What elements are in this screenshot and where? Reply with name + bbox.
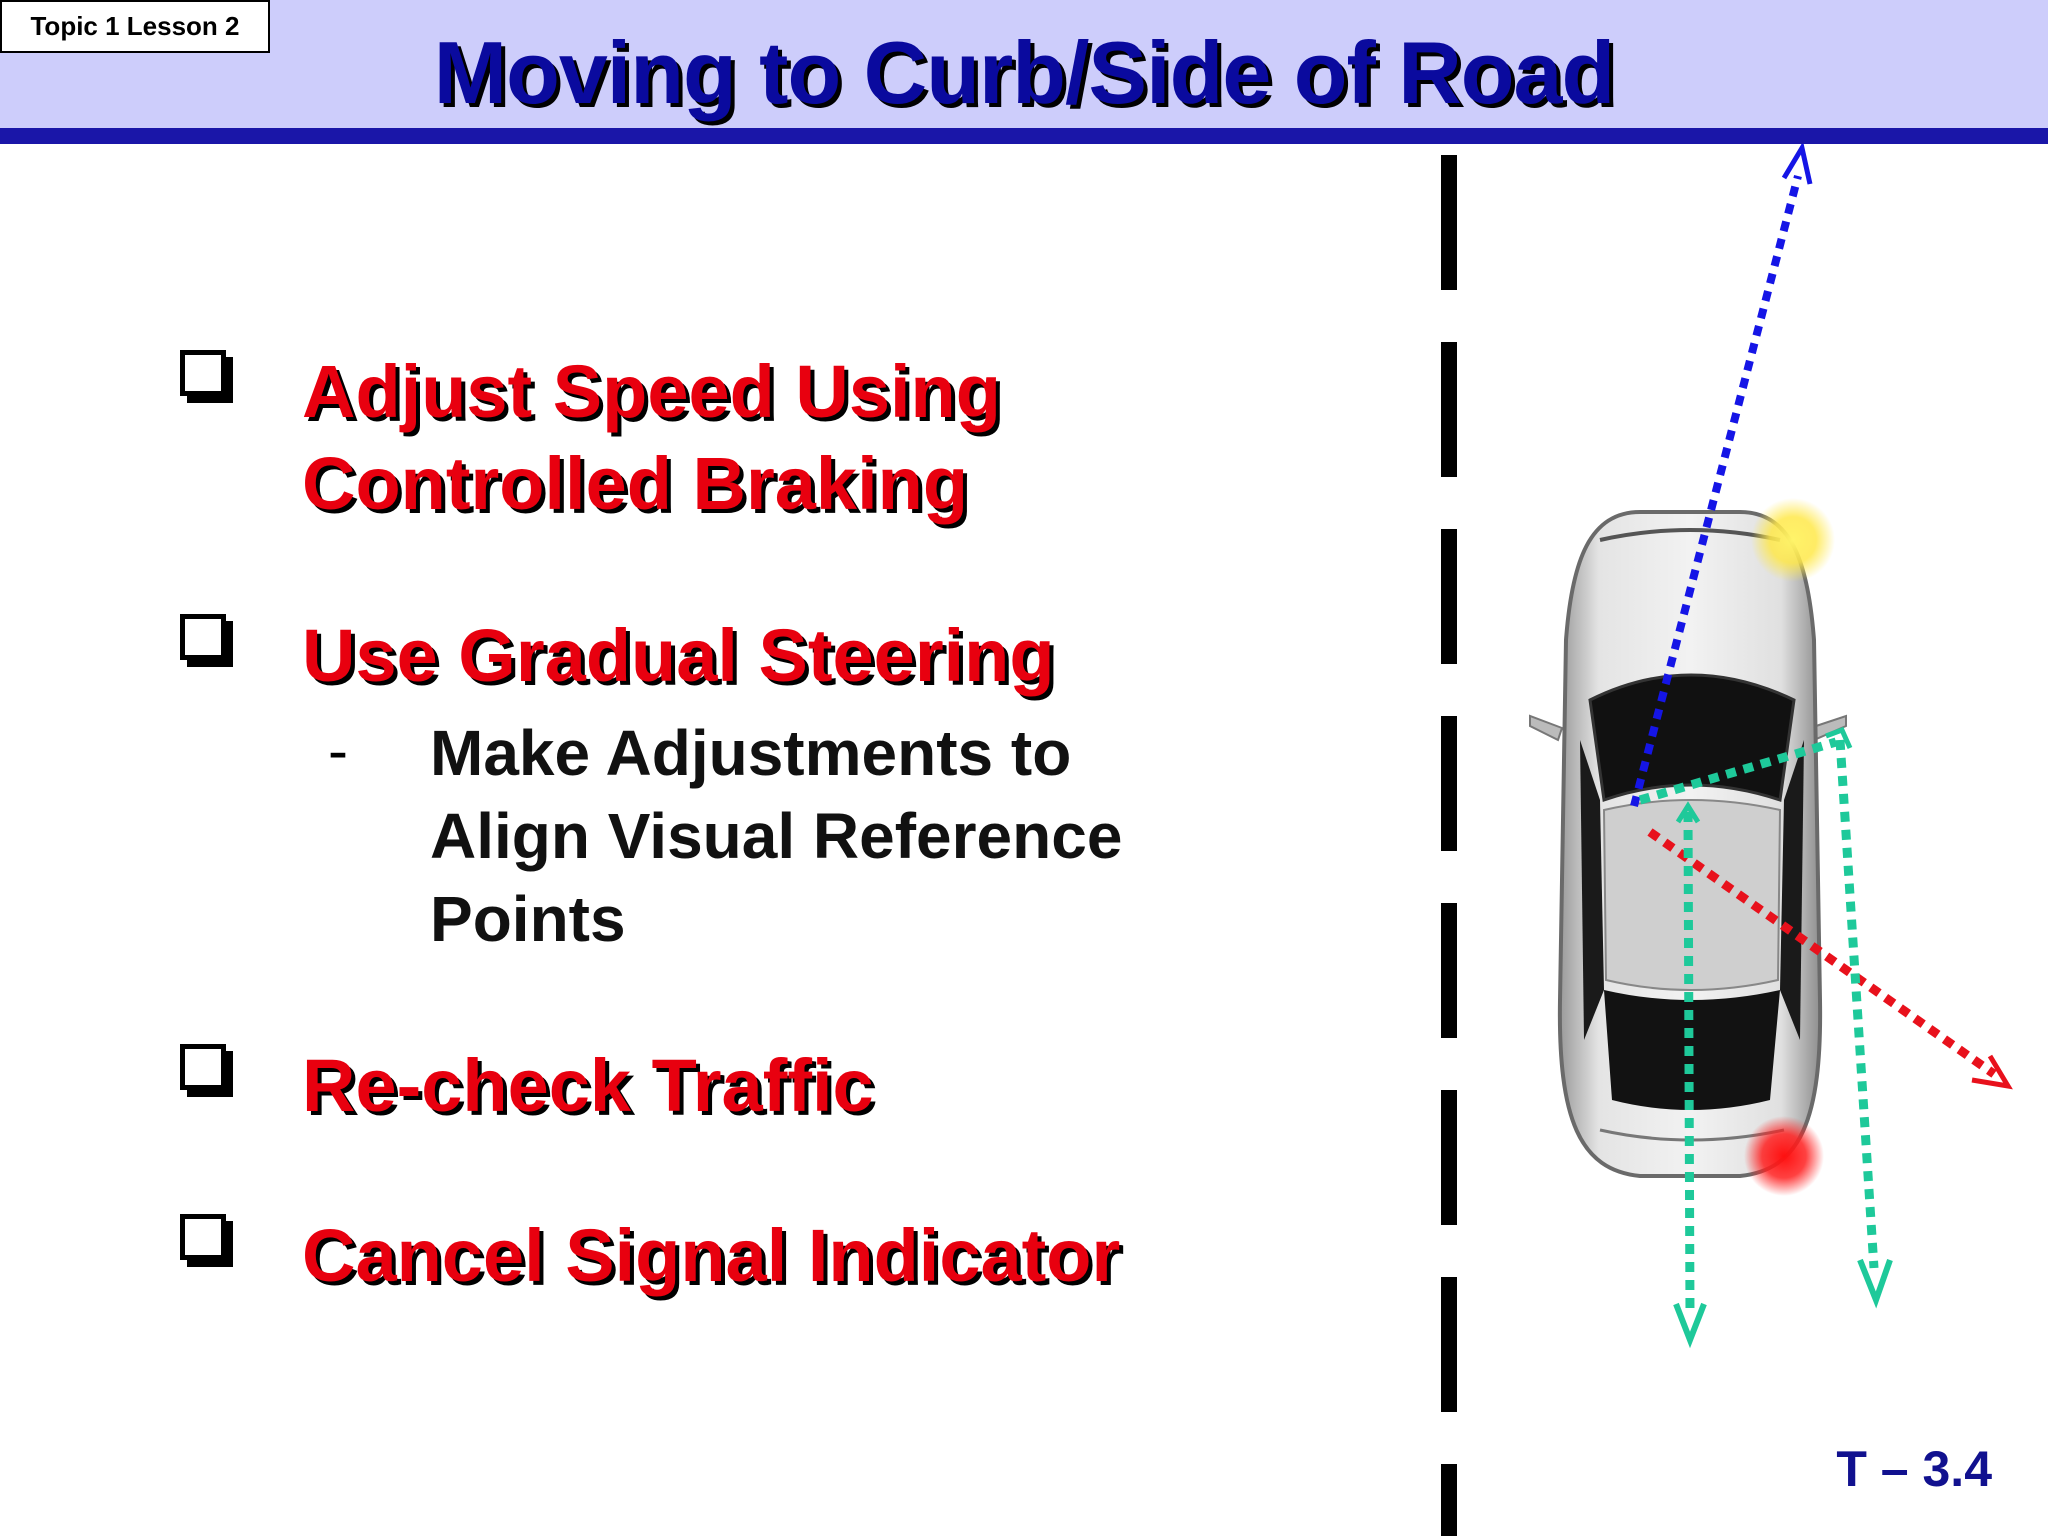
- sub-bullet-line: Points: [430, 883, 626, 955]
- bullet-line: Use Gradual Steering: [302, 614, 1055, 697]
- header-bar: [0, 0, 2048, 128]
- red-diagonal-arrow: [1647, 828, 2013, 1090]
- slide-title: Moving to Curb/Side of Road: [433, 23, 1615, 122]
- bullet-recheck-traffic: Re-check Traffic: [302, 1040, 874, 1132]
- sub-bullet-dash: -: [328, 717, 348, 784]
- checkbox-icon: [180, 1214, 236, 1270]
- checkbox-icon: [180, 614, 236, 670]
- blue-forward-arrow: [1630, 144, 1813, 808]
- topic-tag: Topic 1 Lesson 2: [0, 0, 270, 53]
- header-rule: [0, 128, 2048, 144]
- car-diagram: [1441, 144, 2013, 1536]
- turn-signal-light-icon: [1751, 498, 1835, 582]
- road-center-line: [1441, 155, 1457, 1536]
- tail-light-icon: [1744, 1116, 1824, 1196]
- bullet-gradual-steering: Use Gradual Steering: [302, 610, 1055, 702]
- car-top-view-icon: [1529, 510, 1847, 1178]
- sub-bullet-text: Make Adjustments to Align Visual Referen…: [430, 712, 1122, 961]
- bullet-line: Cancel Signal Indicator: [302, 1214, 1121, 1297]
- bullet-line: Adjust Speed Using: [302, 350, 1001, 433]
- slide-number: T – 3.4: [1836, 1441, 1992, 1497]
- bullet-adjust-speed: Adjust Speed Using Controlled Braking: [302, 346, 1001, 530]
- checkbox-icon: [180, 1044, 236, 1100]
- bullet-line: Controlled Braking: [302, 442, 969, 525]
- checkbox-icon: [180, 350, 236, 406]
- sub-bullet-line: Make Adjustments to: [430, 717, 1072, 789]
- bullet-cancel-signal: Cancel Signal Indicator: [302, 1210, 1120, 1302]
- green-mirror-arrows: [1638, 726, 1893, 1349]
- bullet-line: Re-check Traffic: [302, 1044, 874, 1127]
- sub-bullet-line: Align Visual Reference: [430, 800, 1123, 872]
